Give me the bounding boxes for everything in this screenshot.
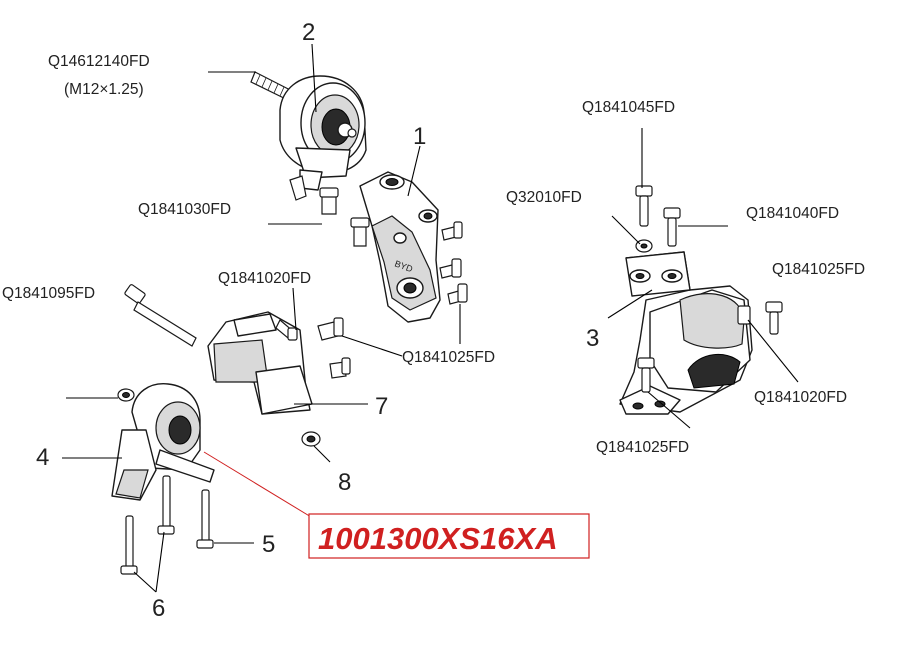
part-7-bolts — [317, 317, 351, 379]
label-q1841095: Q1841095FD — [2, 285, 95, 302]
labels: Q14612140FD (M12×1.25) 2 1 Q1841030FD Q1… — [2, 19, 865, 622]
part-2-mount — [250, 71, 367, 201]
label-part2-thread: (M12×1.25) — [64, 81, 144, 98]
label-num-3: 3 — [586, 325, 599, 352]
part-4-mount — [111, 383, 215, 501]
label-num-4: 4 — [36, 444, 49, 471]
part-3-mount — [619, 251, 753, 415]
label-q1841025-bottom: Q1841025FD — [596, 439, 689, 456]
label-num-5: 5 — [262, 531, 275, 558]
label-q32010: Q32010FD — [506, 189, 582, 206]
highlight-leader-line — [203, 451, 317, 521]
highlight-part-number: 1001300XS16XA — [318, 521, 558, 556]
part-7-bracket — [207, 311, 313, 415]
label-num-1: 1 — [413, 123, 426, 150]
label-q1841045: Q1841045FD — [582, 99, 675, 116]
label-q1841030: Q1841030FD — [138, 201, 231, 218]
long-bolt-q1841095 — [124, 284, 197, 347]
part-1-bracket: BYD — [359, 171, 441, 323]
label-q1841040: Q1841040FD — [746, 205, 839, 222]
part-1-bolts — [319, 187, 468, 305]
label-q1841020-left: Q1841020FD — [218, 270, 311, 287]
label-num-6: 6 — [152, 595, 165, 622]
label-part2-code: Q14612140FD — [48, 53, 150, 70]
label-q1841025-right: Q1841025FD — [772, 261, 865, 278]
highlight-part-number-box: 1001300XS16XA — [308, 513, 590, 559]
part-3-bolts — [635, 185, 783, 393]
label-num-7: 7 — [375, 393, 388, 420]
leader-lines — [62, 43, 799, 593]
part-8-nut — [301, 431, 321, 447]
label-q1841025-center: Q1841025FD — [402, 349, 495, 366]
label-num-8: 8 — [338, 469, 351, 496]
label-q1841020-right: Q1841020FD — [754, 389, 847, 406]
part-5-6-bolts — [120, 475, 214, 575]
label-num-2: 2 — [302, 19, 315, 46]
